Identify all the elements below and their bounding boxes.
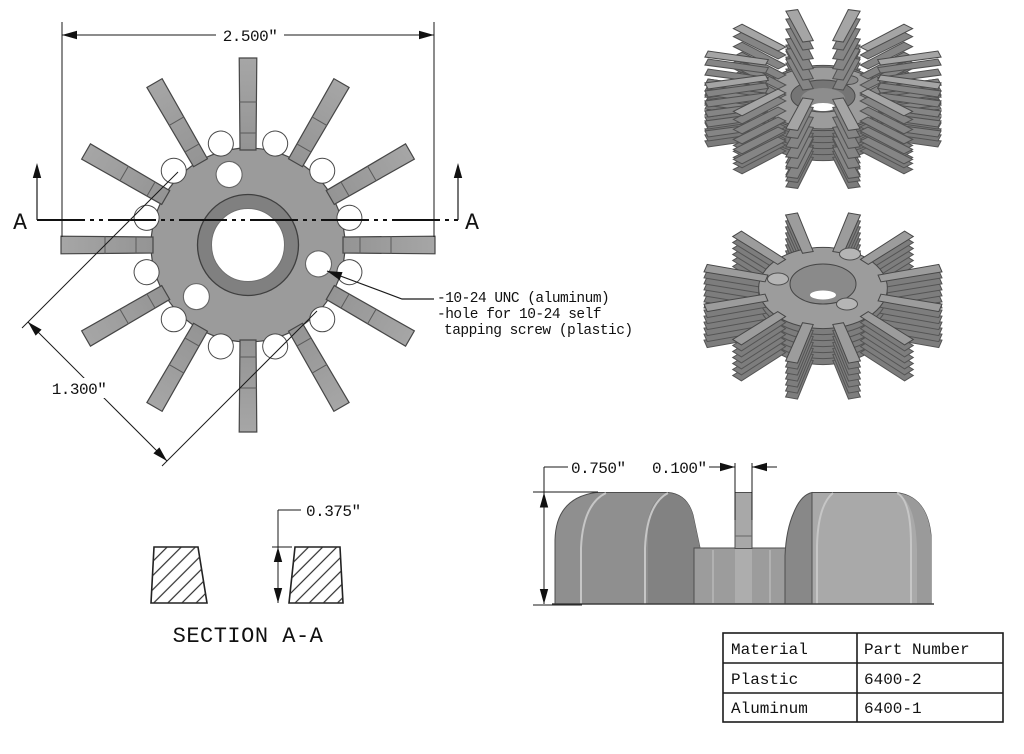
hole-annotation-line3: tapping screw (plastic) [444,323,633,339]
section-fin-right [288,546,344,604]
dim-fin-height-label: 0.375" [306,503,361,521]
screw-holes-bottom [767,247,861,311]
table-header-material: Material [731,641,808,659]
dim-hub-diameter: 1.300" [21,171,318,467]
dim-fin-thickness: 0.100" [652,460,777,520]
fin-valleys [133,130,363,360]
section-cut-line: A A [13,163,479,236]
side-right-inner [784,491,813,605]
side-left-dark [648,493,700,604]
hole-annotation: -10-24 UNC (aluminum) -hole for 10-24 se… [325,267,633,339]
dim-overall-width: 2.500" [61,22,435,237]
bore-through-light [811,103,835,111]
side-hub-fin-light [735,549,752,603]
center-bore [211,208,285,282]
front-view [60,57,436,433]
section-view: 0.375" SECTION A-A [150,503,361,649]
section-view-title: SECTION A-A [173,624,324,649]
dim-fin-height: 0.375" [272,503,361,603]
section-fin-left [150,546,208,604]
screw-holes [182,160,333,311]
iso-view-bottom [704,213,942,399]
section-marker-right: A [465,210,479,236]
side-center-fin [734,492,753,549]
table-cell-material-1: Aluminum [731,700,808,718]
table-header-part-number: Part Number [864,641,970,659]
side-view: 0.750" 0.100" [533,460,934,606]
parts-table: Material Part Number Plastic 6400-2 Alum… [722,632,1004,723]
table-cell-part-1: 6400-1 [864,700,922,718]
section-marker-left: A [13,210,27,236]
dim-overall-height: 0.750" [533,460,626,606]
hole-annotation-line1: -10-24 UNC (aluminum) [437,291,609,307]
side-right-dark [897,493,931,604]
iso-view-top [705,10,941,189]
table-cell-part-0: 6400-2 [864,671,922,689]
bore-through-light-bottom [810,290,836,300]
center-bore-bottom [789,263,857,305]
table-cell-material-0: Plastic [731,671,798,689]
dim-fin-thickness-label: 0.100" [652,460,707,478]
dim-hub-diameter-label: 1.300" [52,381,107,399]
dim-overall-width-label: 2.500" [223,28,278,46]
dim-overall-height-label: 0.750" [571,460,626,478]
hole-annotation-line2: -hole for 10-24 self [437,307,601,323]
